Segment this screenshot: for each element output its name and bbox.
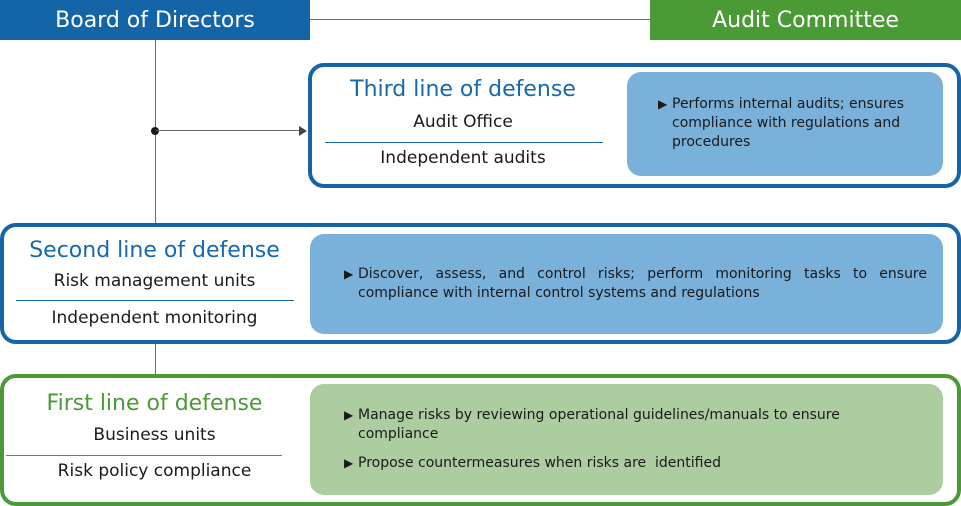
- audit-committee-label: Audit Committee: [712, 7, 899, 33]
- first-line-role: Risk policy compliance: [57, 461, 252, 481]
- bullet-triangle-icon: ▶: [344, 267, 354, 281]
- first-line-bullet-1: ▶ Manage risks by reviewing operational …: [344, 406, 904, 444]
- first-line-separator: [6, 455, 282, 456]
- first-line-left: First line of defense Business units Ris…: [12, 390, 297, 482]
- first-line-title: First line of defense: [46, 391, 263, 416]
- first-line-bullet-text-1: Manage risks by reviewing operational gu…: [358, 407, 840, 442]
- second-line-left: Second line of defense Risk management u…: [12, 237, 297, 329]
- first-line-bullet-2: ▶ Propose countermeasures when risks are…: [344, 454, 904, 473]
- audit-committee-header: Audit Committee: [650, 0, 961, 40]
- third-line-unit: Audit Office: [413, 112, 513, 132]
- third-line-title: Third line of defense: [350, 77, 576, 102]
- third-line-left: Third line of defense Audit Office Indep…: [322, 76, 604, 169]
- first-line-description-box: ▶ Manage risks by reviewing operational …: [310, 384, 943, 495]
- second-line-title: Second line of defense: [29, 238, 280, 263]
- bullet-triangle-icon: ▶: [344, 456, 354, 470]
- second-line-role: Independent monitoring: [51, 308, 258, 328]
- arrow-shaft: [156, 130, 300, 131]
- bullet-triangle-icon: ▶: [344, 408, 354, 422]
- second-line-description-box: ▶ Discover, assess, and control risks; p…: [310, 234, 943, 334]
- arrow-head-icon: [299, 126, 307, 136]
- second-line-bullet: ▶ Discover, assess, and control risks; p…: [344, 265, 927, 303]
- board-committee-connector: [310, 19, 650, 20]
- third-line-bullet-text: Performs internal audits; ensures compli…: [672, 96, 905, 150]
- third-line-description-box: ▶ Performs internal audits; ensures comp…: [627, 72, 943, 176]
- third-line-separator: [325, 142, 603, 143]
- second-line-separator: [16, 300, 294, 301]
- second-line-unit: Risk management units: [53, 271, 256, 291]
- board-of-directors-header: Board of Directors: [0, 0, 310, 40]
- bullet-triangle-icon: ▶: [658, 97, 668, 111]
- first-line-bullet-text-2: Propose countermeasures when risks are i…: [358, 455, 721, 471]
- third-line-bullet: ▶ Performs internal audits; ensures comp…: [658, 95, 928, 152]
- third-line-role: Independent audits: [380, 148, 546, 168]
- vertical-spine-lower: [155, 343, 156, 375]
- board-of-directors-label: Board of Directors: [55, 7, 255, 33]
- second-line-bullet-text: Discover, assess, and control risks; per…: [358, 266, 927, 301]
- junction-dot: [151, 127, 159, 135]
- first-line-unit: Business units: [93, 425, 216, 445]
